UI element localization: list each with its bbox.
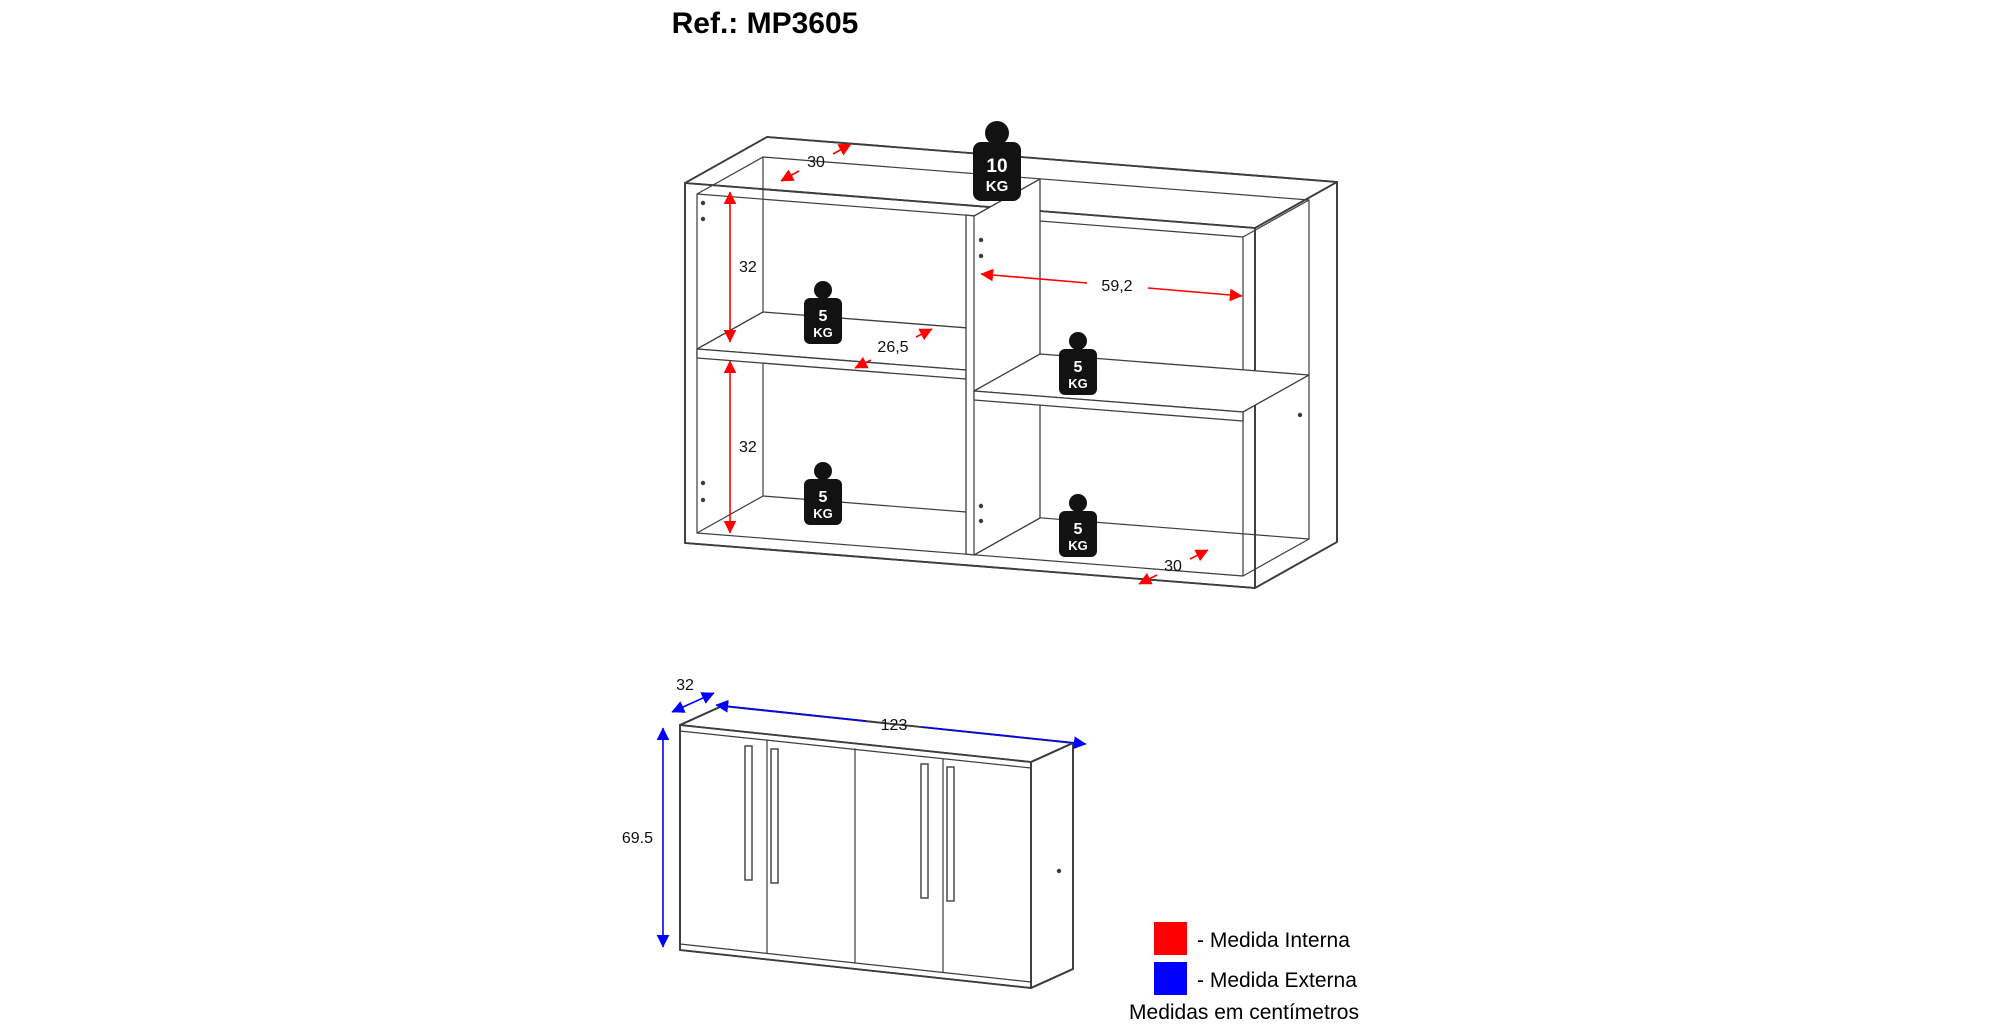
dim-arrow (915, 328, 933, 341)
weight-5kg-right-bottom: 5 KG (1059, 494, 1097, 557)
dim-external-width: 123 (715, 699, 1087, 750)
inner-corner-edge (1242, 538, 1310, 577)
weight-block (804, 479, 842, 525)
dim-arrow (671, 692, 715, 713)
weight-unit: KG (813, 325, 833, 340)
weight-knob (985, 121, 1009, 145)
dim-shelf-depth: 26,5 (854, 328, 933, 369)
weight-unit: KG (813, 506, 833, 521)
dim-label: 30 (807, 154, 825, 171)
legend-internal-label: - Medida Interna (1197, 929, 1350, 952)
dim-label: 32 (676, 677, 694, 694)
weight-knob (1069, 332, 1087, 350)
pin-hole-dot (978, 237, 984, 243)
dim-inner-width: 59,2 (980, 268, 1243, 302)
weight-knob (814, 462, 832, 480)
pin-hole-dot (700, 480, 706, 486)
closed-cabinet-diagram: 32 123 69.5 (622, 677, 1087, 989)
pin-hole-dot (700, 216, 706, 222)
weight-5kg-right-shelf: 5 KG (1059, 332, 1097, 395)
pin-hole-dot (978, 518, 984, 524)
legend: - Medida Interna - Medida Externa Medida… (1129, 922, 1359, 1024)
cabinet-front-frame (684, 182, 1256, 589)
legend-external-swatch (1154, 962, 1187, 995)
dim-arrow (1147, 287, 1243, 302)
right-shelf-front (973, 390, 1244, 422)
dim-arrow (980, 268, 1088, 284)
weight-value: 10 (986, 156, 1007, 177)
dim-top-depth: 30 (780, 143, 852, 182)
dim-upper-height: 32 (723, 191, 757, 343)
dim-arrow (854, 356, 872, 369)
dim-external-height: 69.5 (622, 727, 670, 948)
pin-hole-dot (1297, 412, 1303, 418)
legend-units-note: Medidas em centímetros (1129, 1001, 1359, 1024)
door-handle-2 (770, 748, 779, 884)
dim-label: 30 (1164, 558, 1182, 575)
weight-value: 5 (819, 489, 828, 506)
weight-5kg-left-bottom: 5 KG (804, 462, 842, 525)
pin-hole-dot (978, 503, 984, 509)
dim-bottom-depth: 30 (1138, 549, 1209, 585)
dim-label: 26,5 (877, 339, 908, 356)
dim-external-depth: 32 (671, 677, 715, 713)
door-handle-4 (946, 766, 955, 902)
pin-hole-dot (978, 253, 984, 259)
dim-arrow (715, 699, 867, 722)
pin-hole-dot (700, 200, 706, 206)
weight-block (973, 142, 1021, 201)
dim-arrow (780, 169, 800, 182)
cabinet-silhouette (679, 705, 1074, 989)
weight-unit: KG (1068, 538, 1088, 553)
weight-5kg-left-shelf: 5 KG (804, 281, 842, 344)
legend-external-label: - Medida Externa (1197, 969, 1357, 992)
legend-internal-swatch (1154, 922, 1187, 955)
side-panel-dot (1056, 868, 1062, 874)
weight-knob (1069, 494, 1087, 512)
page-title: Ref.: MP3605 (672, 7, 859, 40)
dim-label: 59,2 (1101, 278, 1132, 295)
weight-10kg-top: 10 KG (973, 121, 1021, 201)
dim-label: 69.5 (622, 830, 653, 847)
weight-block (1059, 349, 1097, 395)
weight-block (1059, 511, 1097, 557)
door-handle-1 (744, 745, 753, 881)
weight-unit: KG (986, 178, 1009, 195)
dim-lower-height: 32 (723, 360, 757, 534)
dim-arrow (832, 143, 852, 156)
open-cabinet-diagram: 10 KG 5 KG 5 KG 5 KG 5 KG (684, 121, 1338, 589)
dim-arrow (1138, 572, 1158, 585)
weight-value: 5 (1074, 521, 1083, 538)
cabinet-front-face (679, 724, 1032, 989)
weight-knob (814, 281, 832, 299)
dim-arrow (921, 726, 1087, 750)
pin-hole-dot (700, 497, 706, 503)
weight-block (804, 298, 842, 344)
inner-corner-edge (1242, 199, 1310, 238)
weight-value: 5 (1074, 359, 1083, 376)
door-handle-3 (920, 763, 929, 899)
dim-arrow (1189, 549, 1209, 562)
weight-value: 5 (819, 308, 828, 325)
dim-label: 123 (881, 717, 908, 734)
weight-unit: KG (1068, 376, 1088, 391)
dim-label: 32 (739, 439, 757, 456)
inner-corner-edge (696, 156, 764, 195)
dim-label: 32 (739, 259, 757, 276)
